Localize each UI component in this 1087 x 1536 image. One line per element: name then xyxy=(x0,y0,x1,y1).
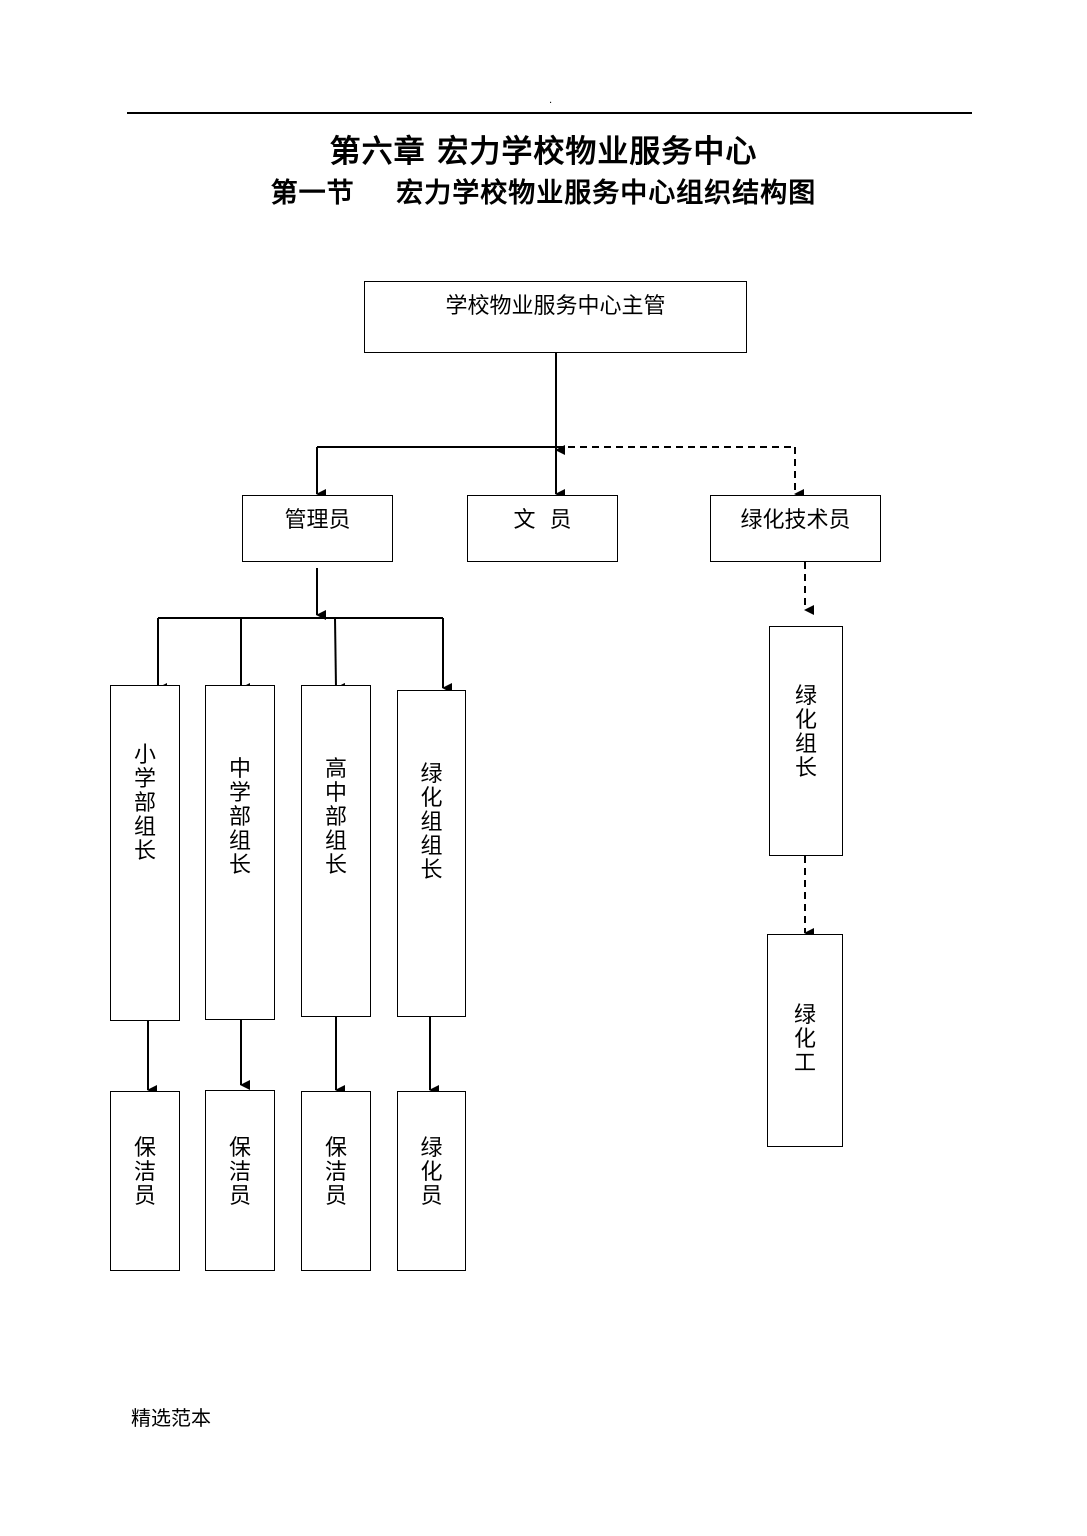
vertical-char: 保 xyxy=(228,1136,251,1161)
node-group-2-staff-label: 保洁员 xyxy=(206,1137,274,1209)
vertical-char: 化 xyxy=(794,708,817,733)
node-group-1-leader: 小学部组长 xyxy=(110,685,180,1021)
node-group-1-staff: 保洁员 xyxy=(110,1091,180,1271)
vertical-char: 长 xyxy=(133,839,156,864)
chapter-title: 第六章 宏力学校物业服务中心 xyxy=(329,134,758,170)
node-root-label: 学校物业服务中心主管 xyxy=(445,294,666,319)
vertical-char: 员 xyxy=(420,1184,443,1209)
section-title: 第一节 宏力学校物业服务中心组织结构图 xyxy=(270,178,817,209)
connector-to-group-3 xyxy=(334,617,346,693)
node-clerk-label: 文 员 xyxy=(513,508,572,533)
vertical-char: 洁 xyxy=(324,1160,347,1185)
vertical-char: 部 xyxy=(228,805,251,830)
node-group-3-staff-label: 保洁员 xyxy=(302,1137,370,1209)
node-group-2-staff: 保洁员 xyxy=(205,1090,275,1271)
node-clerk: 文 员 xyxy=(467,495,618,562)
vertical-char: 保 xyxy=(133,1136,156,1161)
vertical-char: 长 xyxy=(324,853,347,878)
node-group-3-leader-label: 高中部组长 xyxy=(302,758,370,878)
node-group-3-staff: 保洁员 xyxy=(301,1091,371,1271)
node-group-3-leader: 高中部组长 xyxy=(301,685,371,1017)
node-group-2-leader-label: 中学部组长 xyxy=(206,758,274,878)
vertical-char: 绿 xyxy=(420,1136,443,1161)
vertical-char: 洁 xyxy=(133,1160,156,1185)
vertical-char: 员 xyxy=(133,1184,156,1209)
vertical-char: 组 xyxy=(228,829,251,854)
vertical-char: 化 xyxy=(793,1027,816,1052)
vertical-char: 长 xyxy=(794,756,817,781)
vertical-char: 部 xyxy=(133,791,156,816)
node-green-tech: 绿化技术员 xyxy=(710,495,881,562)
vertical-char: 学 xyxy=(228,781,251,806)
vertical-char: 绿 xyxy=(420,762,443,787)
vertical-char: 部 xyxy=(324,805,347,830)
vertical-char: 绿 xyxy=(794,684,817,709)
node-green-worker: 绿化工 xyxy=(767,934,843,1147)
vertical-char: 组 xyxy=(420,834,443,859)
node-group-4-leader-label: 绿化组组长 xyxy=(398,763,465,883)
node-green-leader-label: 绿化组长 xyxy=(770,685,842,781)
node-green-worker-label: 绿化工 xyxy=(768,1004,842,1076)
vertical-char: 组 xyxy=(324,829,347,854)
vertical-char: 组 xyxy=(420,810,443,835)
node-group-4-staff-label: 绿化员 xyxy=(398,1137,465,1209)
node-group-1-leader-label: 小学部组长 xyxy=(111,744,179,864)
vertical-char: 化 xyxy=(420,786,443,811)
vertical-char: 学 xyxy=(133,767,156,792)
vertical-char: 小 xyxy=(133,743,156,768)
vertical-char: 绿 xyxy=(793,1003,816,1028)
node-group-4-leader: 绿化组组长 xyxy=(397,690,466,1017)
vertical-char: 化 xyxy=(420,1160,443,1185)
vertical-char: 保 xyxy=(324,1136,347,1161)
node-green-tech-label: 绿化技术员 xyxy=(740,508,851,533)
vertical-char: 工 xyxy=(793,1051,816,1076)
vertical-char: 高 xyxy=(324,757,347,782)
vertical-char: 员 xyxy=(228,1184,251,1209)
vertical-char: 长 xyxy=(228,853,251,878)
vertical-char: 中 xyxy=(324,781,347,806)
vertical-char: 组 xyxy=(794,732,817,757)
node-green-leader: 绿化组长 xyxy=(769,626,843,856)
header-rule xyxy=(127,112,972,114)
node-group-1-staff-label: 保洁员 xyxy=(111,1137,179,1209)
header-dot: . xyxy=(549,95,553,106)
node-admin: 管理员 xyxy=(242,495,393,562)
vertical-char: 中 xyxy=(228,757,251,782)
footer-text: 精选范本 xyxy=(131,1406,211,1430)
vertical-char: 员 xyxy=(324,1184,347,1209)
node-root: 学校物业服务中心主管 xyxy=(364,281,747,353)
vertical-char: 组 xyxy=(133,815,156,840)
node-group-2-leader: 中学部组长 xyxy=(205,685,275,1020)
node-admin-label: 管理员 xyxy=(284,508,351,533)
node-group-4-staff: 绿化员 xyxy=(397,1091,466,1271)
vertical-char: 洁 xyxy=(228,1160,251,1185)
vertical-char: 长 xyxy=(420,858,443,883)
